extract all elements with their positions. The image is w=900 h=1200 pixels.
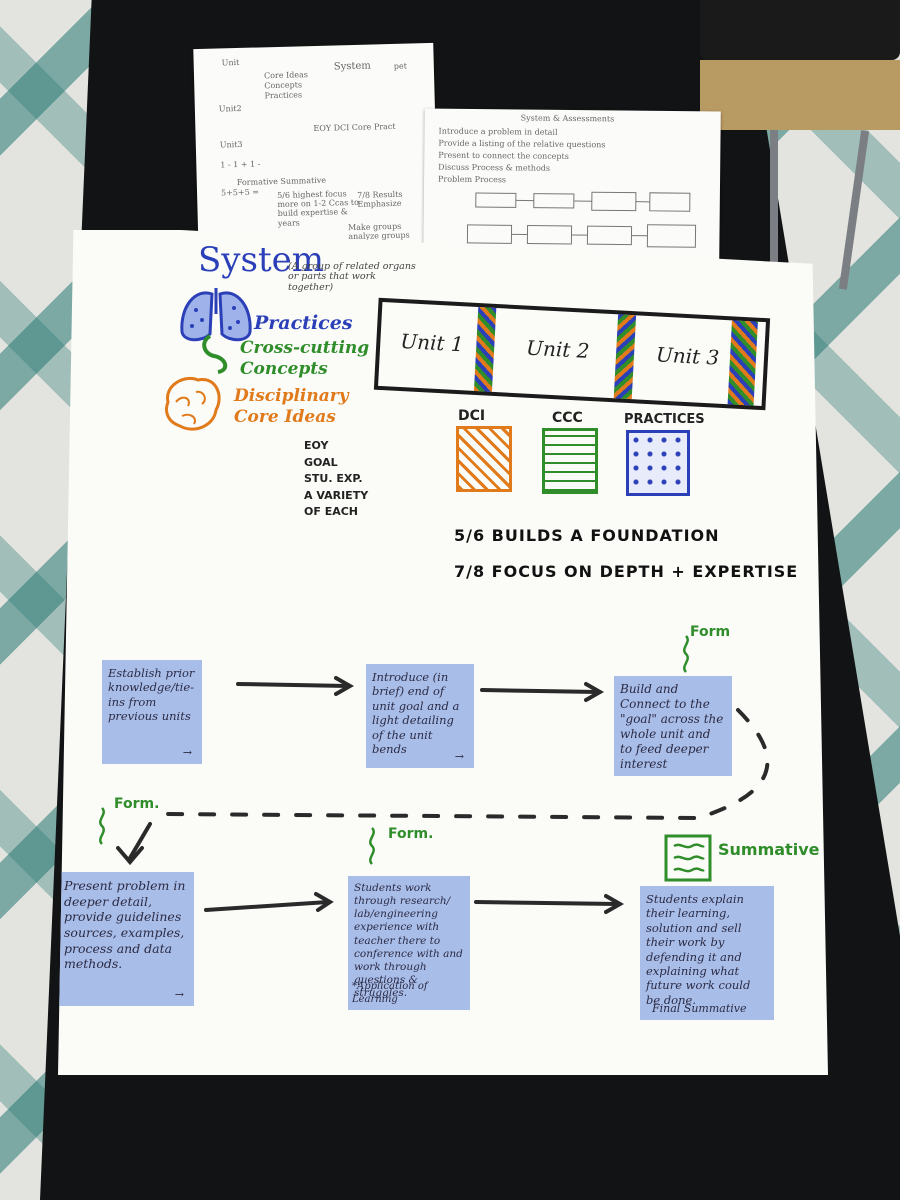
sheet-line: 7/8 Results Emphasize [357,189,403,210]
grades-5-6-line: 5/6 BUILDS A FOUNDATION [454,526,720,545]
eoy-goal-labels: EOY GOAL STU. EXP. A VARIETY OF EACH [304,438,384,521]
sticky-note: Students explain their learning, solutio… [640,886,774,1020]
squiggle-icon [99,807,105,845]
swatch-label-dci: DCI [458,408,486,424]
sheet-line: 5/6 highest focus more on 1-2 Ccas to bu… [277,189,359,228]
poster-board: System (A group of related organs or par… [58,230,828,1075]
formative-tag: Form. [388,826,434,842]
sheet-line: EOY DCI Core Pract [313,121,396,134]
system-definition: (A group of related organs or parts that… [288,261,416,293]
sticky-footer: Final Summative [652,1002,747,1016]
poster-title: System [198,240,324,280]
sheet-line: Unit2 [218,103,242,114]
sheet-line: Introduce a problem in detail [438,126,558,137]
legend-ccc: Cross-cutting Concepts [240,338,370,380]
sheet-line: Formative Summative [236,175,327,188]
sheet-line: Present to connect the concepts [438,150,569,161]
planning-sheet-right: System & Assessments Introduce a problem… [423,108,721,262]
flow-arrow [480,688,600,694]
sticky-note-text: Present problem in deeper detail, provid… [64,878,186,972]
formative-tag: Form. [114,796,160,812]
sheet-line: Core Ideas [263,70,309,81]
formative-tag: Form [690,624,731,640]
sticky-note-text: Establish prior knowledge/tie-ins from p… [108,666,195,724]
swatch-label-practices: PRACTICES [624,412,705,427]
flow-arrows [116,676,770,914]
sheet-line: Problem Process [438,174,507,185]
sheet-line: Practices [264,90,303,101]
eoy-label: GOAL [304,455,338,469]
sheet-line: Unit3 [219,139,243,150]
swatch-label-ccc: CCC [552,410,583,426]
sheet-line: 1 - 1 + 1 - [220,159,261,170]
sticky-note: Introduce (in brief) end of unit goal an… [366,664,474,768]
sticky-note-text: Build and Connect to the "goal" across t… [620,682,724,771]
dci-swatch [456,426,512,492]
squiggle-icon [369,827,375,865]
brain-icon [165,377,221,431]
dashed-return-arrow [166,708,770,821]
sticky-note: Build and Connect to the "goal" across t… [614,676,732,776]
flow-arrow [474,900,620,906]
sticky-footer: *Application of Learning [352,981,428,1005]
summative-box-icon [664,834,712,882]
chair [660,0,900,330]
sheet-line: 5+5+5 = [220,187,260,198]
sticky-note-text: Introduce (in brief) end of unit goal an… [372,670,460,756]
sheet-line: Discuss Process & methods [438,162,551,173]
legend-practices: Practices [254,312,353,334]
sticky-note: Establish prior knowledge/tie-ins from p… [102,660,202,764]
stomach-icon [202,334,228,374]
summative-tag: Summative [718,840,820,859]
sticky-note-text: Students explain their learning, solutio… [646,892,751,1007]
sheet-line: Make groups analyze groups [347,221,410,242]
sheet-line: Provide a listing of the relative questi… [438,138,606,150]
sheet-line: Unit [221,57,240,68]
sticky-note: Present problem in deeper detail, provid… [58,872,194,1006]
planning-sheet-left: Unit Core Ideas Concepts Practices Syste… [193,42,439,260]
sheet-line: System [333,60,372,73]
lungs-icon [180,288,252,342]
grades-7-8-line: 7/8 FOCUS ON DEPTH + EXPERTISE [454,562,799,581]
sticky-note: Students work through research/ lab/engi… [348,876,470,1010]
flow-arrow [128,822,152,860]
legend-dci: Disciplinary Core Ideas [234,386,349,428]
practices-swatch [626,430,690,496]
squiggle-icon [683,635,689,673]
eoy-label: EOY [304,439,329,452]
eoy-label: STU. EXP. [304,472,363,485]
sticky-note-text: Students work through research/ lab/engi… [354,882,463,999]
sheet-line: Concepts [264,80,303,91]
eoy-label: A VARIETY [304,488,369,502]
ccc-swatch [542,428,598,494]
flow-arrow [204,900,330,912]
eoy-label: OF EACH [304,505,359,518]
sheet-line: pet [393,61,408,71]
sheet-title: System & Assessments [520,113,615,124]
sheet-flowchart [466,191,697,248]
flow-arrow [236,682,350,688]
